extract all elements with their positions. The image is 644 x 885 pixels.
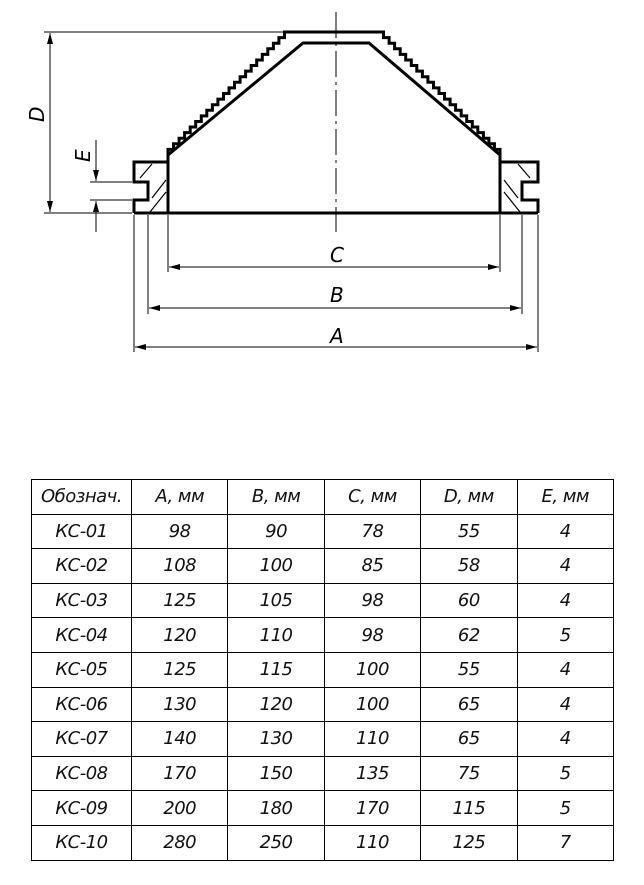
cell-d: 62 <box>420 617 518 653</box>
left-flange <box>132 160 168 213</box>
cell-a: 125 <box>130 582 229 619</box>
cell-d: 55 <box>420 513 518 550</box>
cell-a: 98 <box>130 513 229 550</box>
cell-e: 4 <box>516 582 615 619</box>
cell-c: 85 <box>323 548 422 584</box>
header-d: D, мм <box>420 479 518 515</box>
dim-label-c: C <box>330 243 344 267</box>
cell-b: 130 <box>227 721 325 757</box>
cell-b: 250 <box>227 824 325 861</box>
cell-designation: КС-04 <box>31 617 132 653</box>
cell-e: 5 <box>516 755 615 792</box>
dim-label-d: D <box>25 107 49 122</box>
table-header-row: Обознач. A, мм B, мм C, мм D, мм E, мм <box>31 479 615 515</box>
cell-c: 110 <box>323 721 422 757</box>
header-c: C, мм <box>323 479 422 515</box>
cell-e: 7 <box>516 824 615 861</box>
cell-a: 170 <box>130 755 229 792</box>
cell-designation: КС-02 <box>31 548 132 584</box>
dim-label-a: A <box>328 324 344 348</box>
cell-d: 55 <box>420 651 518 688</box>
cell-d: 115 <box>420 790 518 826</box>
cell-d: 60 <box>420 582 518 619</box>
cell-designation: КС-01 <box>31 513 132 550</box>
cell-e: 4 <box>516 651 615 688</box>
cell-a: 120 <box>130 617 229 653</box>
cell-a: 108 <box>130 548 229 584</box>
cell-e: 4 <box>516 513 615 550</box>
cell-designation: КС-08 <box>31 755 132 792</box>
header-e: E, мм <box>516 479 615 515</box>
cell-b: 110 <box>227 617 325 653</box>
cell-e: 4 <box>516 721 615 757</box>
cell-d: 65 <box>420 721 518 757</box>
cell-b: 120 <box>227 686 325 723</box>
cell-d: 65 <box>420 686 518 723</box>
cell-b: 105 <box>227 582 325 619</box>
right-flange <box>500 160 540 213</box>
cell-d: 75 <box>420 755 518 792</box>
cell-designation: КС-07 <box>31 721 132 757</box>
cell-designation: КС-05 <box>31 651 132 688</box>
header-a: A, мм <box>130 479 229 515</box>
cell-a: 200 <box>130 790 229 826</box>
cell-b: 115 <box>227 651 325 688</box>
cell-c: 98 <box>323 582 422 619</box>
cell-c: 100 <box>323 686 422 723</box>
cell-b: 180 <box>227 790 325 826</box>
cell-a: 280 <box>130 824 229 861</box>
inner-profile <box>166 41 502 213</box>
cell-c: 78 <box>323 513 422 550</box>
cell-designation: КС-10 <box>31 824 132 861</box>
cell-e: 5 <box>516 617 615 653</box>
cell-designation: КС-06 <box>31 686 132 723</box>
cell-c: 110 <box>323 824 422 861</box>
technical-drawing: C B A D E <box>25 12 540 352</box>
cell-e: 4 <box>516 548 615 584</box>
cell-c: 98 <box>323 617 422 653</box>
cell-b: 90 <box>227 513 325 550</box>
cell-a: 130 <box>130 686 229 723</box>
extension-lines <box>44 31 539 352</box>
dim-label-e: E <box>71 149 95 162</box>
header-designation: Обознач. <box>31 479 132 515</box>
header-b: B, мм <box>227 479 325 515</box>
cell-c: 100 <box>323 651 422 688</box>
cell-a: 125 <box>130 651 229 688</box>
right-flange-hatch <box>503 163 531 213</box>
cell-designation: КС-09 <box>31 790 132 826</box>
cell-c: 135 <box>323 755 422 792</box>
cell-designation: КС-03 <box>31 582 132 619</box>
cell-b: 150 <box>227 755 325 792</box>
cell-d: 125 <box>420 824 518 861</box>
outer-profile <box>166 30 502 162</box>
dim-label-b: B <box>330 283 344 307</box>
cell-a: 140 <box>130 721 229 757</box>
specification-table-wrapper: Обознач. A, мм B, мм C, мм D, мм E, мм К… <box>31 479 615 861</box>
left-flange-hatch <box>139 163 167 213</box>
dimension-lines <box>47 33 537 350</box>
cell-c: 170 <box>323 790 422 826</box>
cell-d: 58 <box>420 548 518 584</box>
specification-table: Обознач. A, мм B, мм C, мм D, мм E, мм К… <box>31 479 615 861</box>
cell-b: 100 <box>227 548 325 584</box>
cell-e: 4 <box>516 686 615 723</box>
cell-e: 5 <box>516 790 615 826</box>
